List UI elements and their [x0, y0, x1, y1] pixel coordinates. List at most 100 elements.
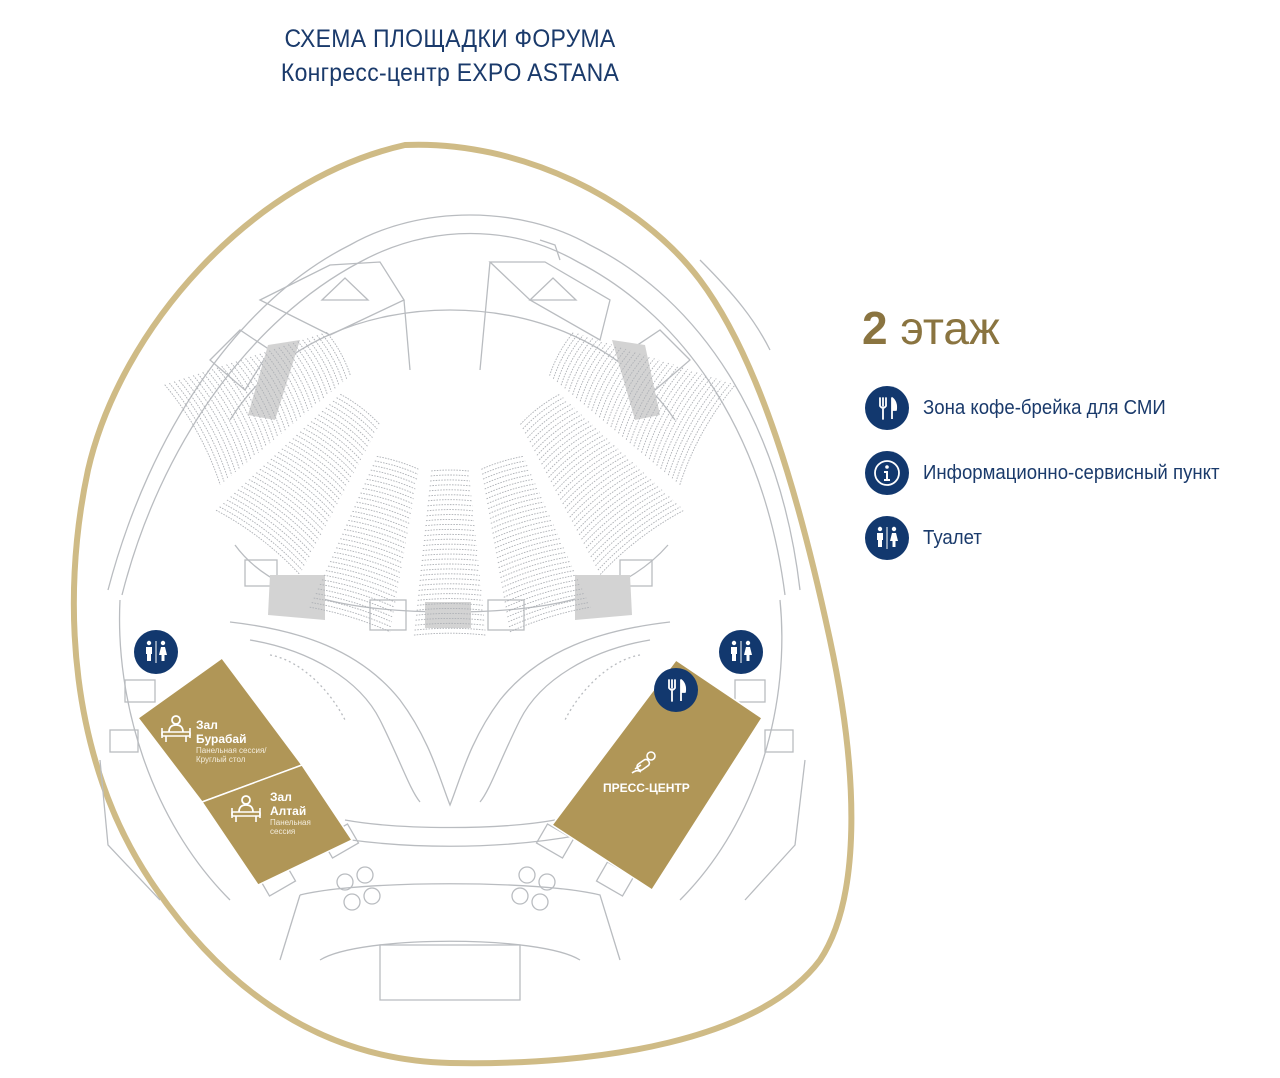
seat-row — [588, 492, 666, 553]
seat-row — [420, 573, 480, 576]
seat-row — [429, 489, 471, 492]
seat-row — [329, 404, 373, 439]
seat-row — [226, 499, 308, 562]
seat-row — [427, 499, 473, 502]
seat-row — [311, 336, 340, 386]
seating-block — [309, 455, 419, 633]
seat-row — [592, 499, 674, 562]
seat-row — [230, 362, 275, 440]
seat-row — [555, 445, 615, 492]
fork-knife-icon — [865, 386, 909, 430]
seat-row — [342, 533, 405, 554]
seat-row — [234, 492, 312, 553]
seat-row — [264, 352, 302, 418]
seat-row — [505, 583, 581, 608]
seat-row — [423, 538, 477, 542]
seat-row — [504, 579, 579, 603]
seat-row — [507, 593, 585, 618]
seat-row — [327, 565, 399, 588]
legend-item-info-point: Информационно-сервисный пункт — [865, 451, 1242, 495]
seat-row — [374, 460, 419, 475]
seat-row — [606, 355, 646, 424]
seat-row — [427, 504, 473, 507]
seat-row — [422, 548, 478, 552]
seat-row — [211, 369, 259, 453]
seat-row — [336, 397, 378, 430]
seat-row — [587, 347, 622, 408]
seat-row — [508, 602, 589, 628]
seat-row — [297, 341, 328, 395]
seat-row — [576, 475, 648, 531]
seat-row — [321, 579, 396, 603]
site-outline — [70, 141, 855, 1067]
seat-row — [499, 551, 566, 574]
seat-row — [183, 378, 236, 473]
seat-row — [481, 460, 526, 475]
seat-row — [178, 379, 233, 476]
seat-row — [219, 506, 303, 571]
seat-row — [321, 333, 348, 379]
seat-row — [538, 421, 590, 461]
seat-row — [368, 474, 416, 490]
seat-row — [263, 465, 331, 518]
seat-row — [599, 509, 685, 575]
seat-row — [362, 487, 413, 505]
map-header: СХЕМА ПЛОЩАДКИ ФОРУМА Конгресс-центр EXP… — [230, 22, 670, 90]
seat-row — [346, 524, 406, 544]
hall-altai-area — [200, 764, 354, 886]
seat-row — [597, 506, 681, 571]
seat-row — [334, 551, 401, 574]
seat-row — [311, 602, 392, 628]
seat-row — [413, 632, 487, 636]
legend-item-coffee-break: Зона кофе-брейка для СМИ — [865, 386, 1242, 430]
seat-row — [552, 333, 579, 379]
seat-row — [372, 465, 418, 480]
seat-row — [278, 347, 313, 408]
seat-row — [285, 445, 345, 492]
seat-row — [414, 627, 486, 631]
seat-row — [325, 407, 371, 443]
seat-row — [248, 479, 322, 536]
info-icon — [865, 451, 909, 495]
seat-row — [509, 606, 591, 633]
seat-row — [595, 503, 677, 567]
seat-row — [360, 492, 412, 510]
seat-row — [215, 509, 301, 575]
seat-row — [618, 359, 660, 434]
seat-row — [315, 593, 393, 618]
seat-row — [656, 375, 708, 466]
seat-row — [644, 370, 693, 457]
seat-row — [503, 574, 577, 598]
seat-row — [281, 448, 343, 496]
seat-row — [310, 421, 362, 461]
seat-row — [223, 503, 305, 567]
seat-row — [255, 472, 326, 527]
seat-row — [431, 469, 469, 472]
seating-block — [164, 331, 351, 485]
seat-row — [487, 487, 538, 505]
legend-label: Информационно-сервисный пункт — [923, 461, 1220, 484]
seat-row — [667, 379, 722, 476]
seat-row — [583, 345, 617, 405]
seat-row — [356, 501, 411, 519]
seat-row — [534, 414, 582, 452]
seat-row — [494, 524, 554, 544]
seat-row — [240, 359, 282, 434]
hall-altai-label: Зал Алтай Панельная сессия — [270, 790, 311, 836]
seat-row — [481, 455, 524, 470]
seat-row — [325, 570, 398, 593]
seat-row — [245, 358, 286, 431]
seat-row — [660, 376, 712, 469]
seat-row — [491, 510, 548, 529]
seat-row — [562, 455, 626, 505]
seat-row — [354, 506, 410, 524]
seat-row — [675, 382, 731, 482]
seat-row — [230, 496, 310, 558]
seat-row — [495, 533, 558, 554]
seat-row — [556, 335, 584, 383]
seat-row — [591, 348, 627, 412]
seat-row — [221, 365, 267, 447]
seat-row — [259, 353, 298, 421]
seat-row — [425, 518, 475, 522]
